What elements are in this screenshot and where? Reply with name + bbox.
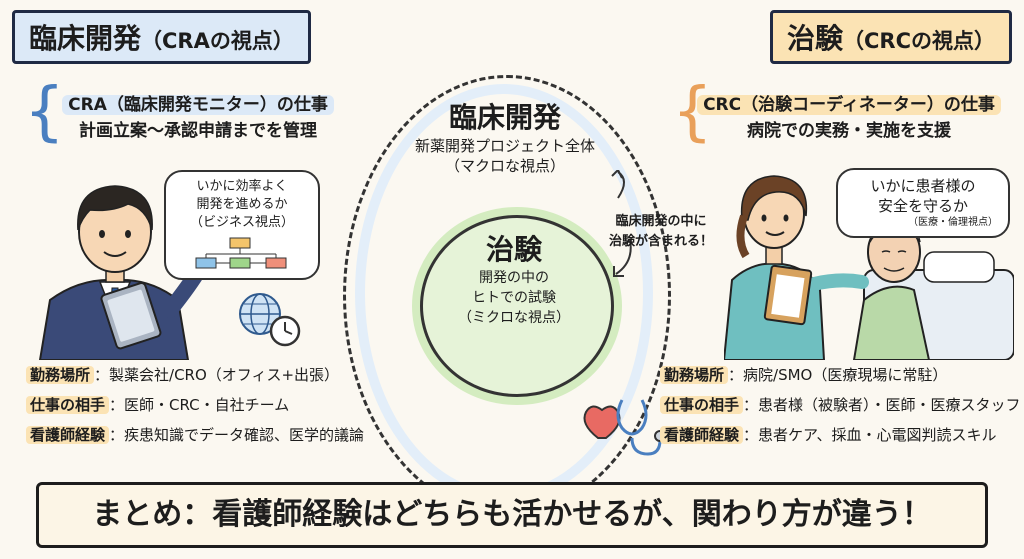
inner-circle-desc-3: （ミクロな視点）	[458, 310, 570, 326]
left-fact-partners: 仕事の相手：医師・CRC・自社チーム	[26, 390, 364, 420]
right-bubble-line2: 安全を守るか	[877, 197, 968, 215]
summary-banner: まとめ：看護師経験はどちらも活かせるが、関わり方が違う！	[36, 482, 988, 548]
inner-circle-title: 治験	[485, 233, 542, 266]
right-role: { CRC（治験コーディネーター）の仕事 病院での実務・実施を支援	[672, 80, 1004, 144]
outer-circle-title: 臨床開発	[448, 101, 561, 134]
outer-circle-desc-2: （マクロな視点）	[444, 157, 565, 175]
stethoscope-icon	[616, 399, 666, 456]
right-fact-key: 看護師経験	[660, 426, 744, 444]
right-brace-icon: {	[672, 75, 713, 149]
left-fact-workplace: 勤務場所：製薬会社/CRO（オフィス+出張）	[26, 360, 364, 390]
right-fact-key: 仕事の相手	[660, 396, 744, 414]
left-role: { CRA（臨床開発モニター）の仕事 計画立案〜承認申請までを管理	[24, 80, 348, 144]
left-title-main: 臨床開発	[29, 22, 142, 55]
right-title-main: 治験	[786, 22, 843, 55]
right-bubble-line1: いかに患者様の	[870, 177, 976, 195]
inner-circle-desc-1: 開発の中の	[479, 270, 549, 286]
right-fact-value: ：病院/SMO（医療現場に常駐）	[728, 366, 948, 384]
right-title: 治験（CRCの視点）	[769, 10, 1012, 64]
left-fact-value: ：医師・CRC・自社チーム	[109, 396, 290, 414]
right-fact-key: 勤務場所	[660, 366, 729, 384]
right-fact-value: ：患者ケア、採血・心電図判読スキル	[743, 426, 997, 444]
relation-arrows-icon	[611, 170, 632, 277]
left-bubble-line2: 開発を進めるか	[196, 197, 288, 212]
left-role-title: CRA（臨床開発モニター）の仕事	[62, 95, 334, 115]
outer-circle-desc-1: 新薬開発プロジェクト全体	[414, 137, 595, 155]
center-note-line2: 治験が含まれる！	[608, 234, 713, 249]
left-fact-key: 勤務場所	[26, 366, 95, 384]
outer-circle-text: 臨床開発 新薬開発プロジェクト全体 （マクロな視点）	[380, 100, 630, 176]
center-note-line1: 臨床開発の中に	[615, 214, 707, 229]
left-brace-icon: {	[24, 75, 65, 149]
right-fact-partners: 仕事の相手：患者様（被験者）・医師・医療スタッフ	[660, 390, 1021, 420]
right-role-desc: 病院での実務・実施を支援	[747, 121, 951, 141]
right-fact-workplace: 勤務場所：病院/SMO（医療現場に常駐）	[660, 360, 1021, 390]
left-fact-value: ：製薬会社/CRO（オフィス+出張）	[94, 366, 340, 384]
right-fact-nurse-experience: 看護師経験：患者ケア、採血・心電図判読スキル	[660, 420, 1021, 450]
left-facts: 勤務場所：製薬会社/CRO（オフィス+出張） 仕事の相手：医師・CRC・自社チー…	[26, 360, 364, 450]
left-fact-value: ：疾患知識でデータ確認、医学的議論	[109, 426, 365, 444]
left-role-desc: 計画立案〜承認申請までを管理	[79, 121, 317, 141]
globe-icon	[239, 293, 281, 335]
right-bubble-small: （医療・倫理視点）	[908, 217, 998, 228]
inner-circle	[420, 215, 614, 397]
left-speech-bubble: いかに効率よく 開発を進めるか （ビジネス視点）	[164, 170, 320, 280]
left-fact-nurse-experience: 看護師経験：疾患知識でデータ確認、医学的議論	[26, 420, 364, 450]
right-speech-bubble: いかに患者様の 安全を守るか （医療・倫理視点）	[836, 168, 1010, 238]
clipboard-icon	[763, 264, 813, 326]
right-title-sub: （CRCの視点）	[843, 29, 995, 53]
inner-circle-desc-2: ヒトでの試験	[472, 290, 556, 306]
right-facts: 勤務場所：病院/SMO（医療現場に常駐） 仕事の相手：患者様（被験者）・医師・医…	[660, 360, 1021, 450]
left-bubble-line3: （ビジネス視点）	[189, 215, 294, 230]
tablet-icon	[100, 281, 162, 350]
left-title: 臨床開発（CRAの視点）	[12, 10, 311, 64]
left-fact-key: 看護師経験	[26, 426, 110, 444]
right-role-title: CRC（治験コーディネーター）の仕事	[697, 95, 1001, 115]
flowchart-icon	[195, 237, 287, 269]
right-fact-value: ：患者様（被験者）・医師・医療スタッフ	[743, 396, 1021, 414]
left-fact-key: 仕事の相手	[26, 396, 110, 414]
left-title-sub: （CRAの視点）	[141, 29, 294, 53]
clock-icon	[269, 315, 301, 347]
left-bubble-line1: いかに効率よく	[196, 179, 288, 194]
inner-circle-text: 治験 開発の中の ヒトでの試験 （ミクロな視点）	[420, 232, 608, 328]
center-note: 臨床開発の中に 治験が含まれる！	[596, 212, 726, 252]
